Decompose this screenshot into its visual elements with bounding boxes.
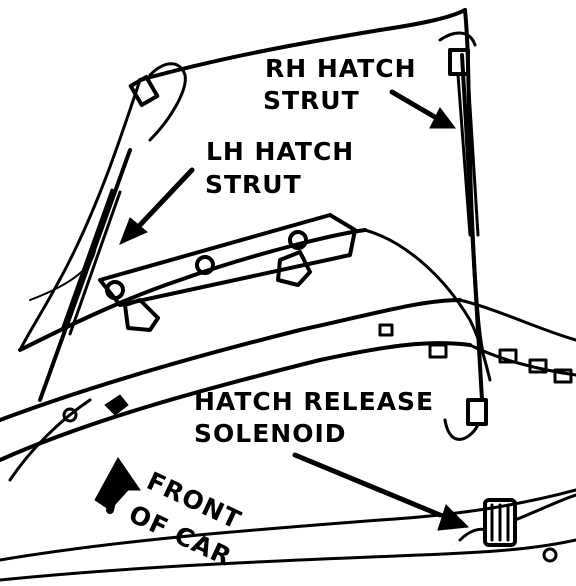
latch-left xyxy=(123,298,160,332)
lh-strut-arrowhead xyxy=(119,217,148,245)
solenoid xyxy=(458,493,576,563)
bolt-2 xyxy=(195,255,215,275)
lh-strut-mount xyxy=(128,74,160,108)
rh-strut-label-line1: RH HATCH xyxy=(265,54,417,83)
rh-strut-leader xyxy=(389,89,443,123)
rh-strut xyxy=(438,31,488,441)
bolt-1 xyxy=(105,280,125,300)
latch-right xyxy=(276,250,312,287)
arrow-up-icon xyxy=(94,457,141,514)
solenoid-leader xyxy=(292,452,443,518)
lh-strut-label-line2: STRUT xyxy=(205,170,302,199)
latch-bar xyxy=(98,213,357,332)
quarter-bolt xyxy=(62,394,129,423)
solenoid-arrowhead xyxy=(437,504,470,531)
lh-strut xyxy=(38,62,187,402)
lh-strut-label-line1: LH HATCH xyxy=(206,137,354,166)
grille-details xyxy=(378,323,573,384)
lh-strut-leader xyxy=(137,167,195,228)
solenoid-label-line2: SOLENOID xyxy=(194,419,347,448)
bolt-3 xyxy=(288,230,308,250)
rh-strut-mount-top xyxy=(448,48,470,76)
rh-strut-arrowhead xyxy=(429,107,456,129)
leader-arrows xyxy=(119,89,470,531)
solenoid-label-line1: HATCH RELEASE xyxy=(194,387,434,416)
rh-strut-label-line2: STRUT xyxy=(263,86,360,115)
rh-strut-mount-bottom xyxy=(466,398,488,426)
